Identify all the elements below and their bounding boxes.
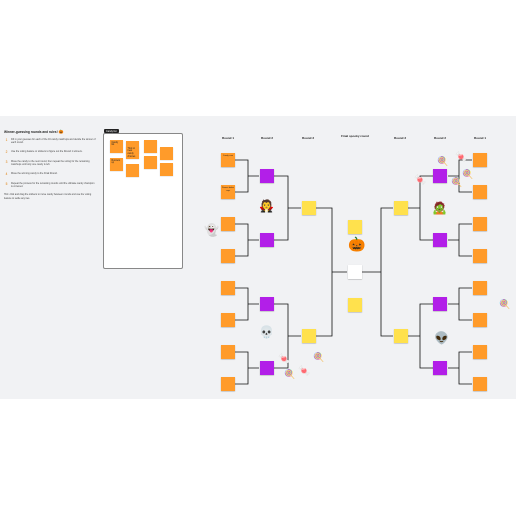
step-text: Fill in your guesses for each of the 16 …: [11, 138, 96, 145]
round2-left-slot[interactable]: [260, 361, 274, 375]
step-number-icon: 4: [5, 171, 8, 176]
round1-right-slot[interactable]: [473, 377, 487, 391]
round-label: Round 2: [261, 136, 273, 140]
step-text: Repeat the process for the remaining rou…: [11, 181, 95, 189]
skull-icon[interactable]: 💀: [259, 325, 274, 339]
sticky-note-text: [160, 147, 173, 150]
round1-left-slot[interactable]: [221, 281, 235, 295]
round1-left-slot[interactable]: Candy corn: [221, 153, 235, 167]
instruction-step: 3 Move the candy to the next round, then…: [4, 160, 96, 167]
final-slot-top[interactable]: [348, 220, 362, 234]
round-label: Round 3: [302, 136, 314, 140]
round2-right-slot[interactable]: [433, 169, 447, 183]
round-label: Round 3: [394, 136, 406, 140]
round2-right-slot[interactable]: [433, 233, 447, 247]
candy-icon[interactable]: 🍬: [414, 175, 427, 186]
candy-list-frame[interactable]: Candy list Candy list Trick or treat can…: [103, 129, 183, 269]
round-label: Round 2: [434, 136, 446, 140]
round1-left-slot[interactable]: [221, 249, 235, 263]
round1-right-slot[interactable]: [473, 249, 487, 263]
round-label: Round 1: [222, 136, 234, 140]
round1-right-slot[interactable]: [473, 153, 487, 167]
instructions-note: Hint: click and drag the stickers to mov…: [4, 193, 92, 200]
lollipop-icon[interactable]: 🍭: [437, 156, 449, 166]
final-slot-bottom[interactable]: [348, 298, 362, 312]
lollipop-icon[interactable]: 🍭: [284, 369, 296, 379]
sticky-note[interactable]: [160, 147, 173, 160]
round2-right-slot[interactable]: [433, 297, 447, 311]
zombie-icon[interactable]: 🧟: [432, 201, 447, 215]
round2-right-slot[interactable]: [433, 361, 447, 375]
sticky-note[interactable]: Runners up: [110, 158, 123, 171]
round1-left-slot[interactable]: [221, 313, 235, 327]
champion-slot[interactable]: [348, 265, 362, 279]
candy-icon[interactable]: 🍬: [455, 152, 468, 163]
round1-right-slot[interactable]: [473, 345, 487, 359]
round2-left-slot[interactable]: [260, 297, 274, 311]
lollipop-icon[interactable]: 🍭: [313, 352, 325, 362]
sticky-note-text: Runners up: [111, 159, 121, 165]
round1-left-slot[interactable]: [221, 345, 235, 359]
ghost-icon[interactable]: 👻: [204, 223, 219, 237]
sticky-note[interactable]: [160, 163, 173, 176]
sticky-note-text: [144, 140, 157, 143]
slot-text: Peanut butter cups: [221, 187, 234, 192]
sticky-note-text: [126, 164, 139, 167]
slot-text: Candy corn: [222, 155, 234, 157]
sticky-note[interactable]: Candy list: [110, 140, 123, 153]
step-text: Move the winning candy to the Final Roun…: [11, 171, 58, 175]
sticky-note-text: Candy list: [111, 141, 119, 147]
step-number-icon: 1: [5, 138, 8, 142]
lollipop-icon[interactable]: 🍭: [462, 169, 474, 179]
step-number-icon: 5: [5, 181, 8, 186]
instruction-step: 4 Move the winning candy to the Final Ro…: [4, 172, 96, 177]
round3-right-slot[interactable]: [394, 329, 408, 343]
round1-left-slot[interactable]: Peanut butter cups: [221, 185, 235, 199]
round1-right-slot[interactable]: [473, 281, 487, 295]
round3-right-slot[interactable]: [394, 201, 408, 215]
candy-icon[interactable]: 🍬: [278, 354, 291, 365]
pumpkin-icon: 🎃: [58, 129, 64, 134]
round-label: Round 1: [474, 136, 486, 140]
round1-right-slot[interactable]: [473, 313, 487, 327]
round2-left-slot[interactable]: [260, 233, 274, 247]
instructions-title-text: Winner-guessing rounds and rules!: [4, 129, 58, 134]
instruction-step: 2 Use the voting feature or stickers to …: [4, 150, 96, 155]
instruction-step: 5 Repeat the process for the remaining r…: [4, 182, 96, 189]
pumpkin-icon[interactable]: 🎃: [348, 236, 366, 252]
step-number-icon: 2: [5, 149, 8, 154]
sticky-note[interactable]: Trick or treat candy choices: [126, 146, 139, 159]
sticky-note-text: [160, 163, 173, 166]
sticky-note[interactable]: [144, 156, 157, 169]
round2-left-slot[interactable]: [260, 169, 274, 183]
lollipop-icon[interactable]: 🍭: [499, 299, 511, 309]
step-text: Move the candy to the next round, then r…: [11, 159, 90, 167]
round1-left-slot[interactable]: [221, 217, 235, 231]
round1-right-slot[interactable]: [473, 185, 487, 199]
round3-left-slot[interactable]: [302, 329, 316, 343]
instructions-title: Winner-guessing rounds and rules! 🎃: [4, 129, 96, 134]
sticky-note[interactable]: [126, 164, 139, 177]
sticky-note-text: Trick or treat candy choices: [127, 147, 136, 158]
sticky-note-text: [144, 156, 157, 159]
sticky-note[interactable]: [144, 140, 157, 153]
candy-icon[interactable]: 🍬: [298, 366, 311, 377]
alien-icon[interactable]: 👽: [434, 331, 449, 345]
frame-label: Candy list: [104, 129, 119, 134]
round1-left-slot[interactable]: [221, 377, 235, 391]
sticky-note-text: [126, 141, 139, 144]
round1-right-slot[interactable]: [473, 217, 487, 231]
round3-left-slot[interactable]: [302, 201, 316, 215]
step-text: Use the voting feature or stickers to fi…: [11, 149, 83, 153]
lollipop-icon[interactable]: 🍭: [451, 177, 463, 187]
final-round-label: Final spooky round: [341, 134, 369, 138]
step-number-icon: 3: [5, 159, 8, 164]
vampire-icon[interactable]: 🧛: [259, 199, 274, 213]
instruction-step: 1 Fill in your guesses for each of the 1…: [4, 138, 96, 145]
instructions-panel: Winner-guessing rounds and rules! 🎃 1 Fi…: [4, 129, 96, 200]
